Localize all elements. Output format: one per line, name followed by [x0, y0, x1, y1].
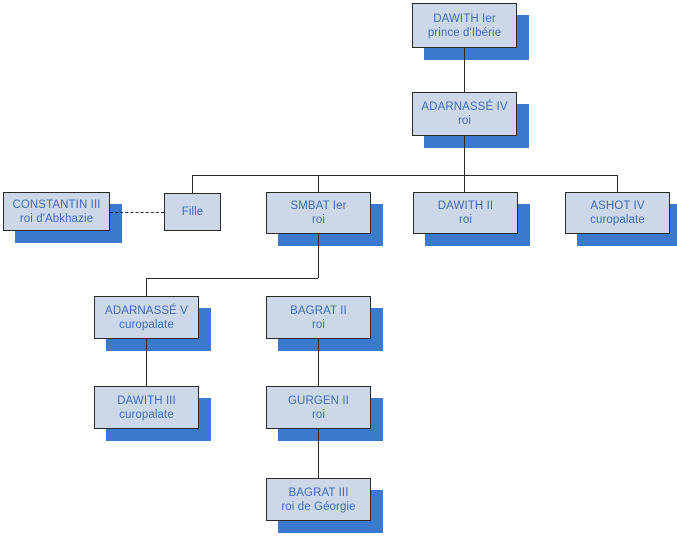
connector-adarnasse5-to-dawith3 [146, 339, 147, 386]
connector-bagrat2-to-gurgen2 [318, 339, 319, 386]
node-title-bagrat-3: roi de Géorgie [281, 500, 356, 513]
connector-drop-to-smbat [318, 175, 319, 192]
node-title-adarnasse-5: curopalate [119, 318, 174, 331]
node-title-gurgen-2: roi [311, 408, 326, 421]
node-name-smbat-1er: SMBAT Ier [290, 200, 347, 212]
connector-drop-to-adarnasse5 [146, 278, 147, 296]
node-fille[interactable]: Fille [164, 193, 221, 231]
node-dawith-2[interactable]: DAWITH II roi [413, 192, 518, 234]
connector-gurgen2-to-bagrat3 [318, 429, 319, 478]
node-name-adarnasse-4: ADARNASSÉ IV [421, 101, 508, 113]
connector-adarnasse4-down [464, 136, 465, 192]
node-title-constantin-3: roi d'Abkhazie [19, 212, 94, 225]
node-title-adarnasse-4: roi [457, 115, 472, 127]
node-ashot-4[interactable]: ASHOT IV curopalate [565, 192, 670, 234]
node-title-bagrat-2: roi [311, 318, 326, 331]
node-name-fille: Fille [181, 206, 204, 218]
node-name-bagrat-3: BAGRAT III [288, 486, 349, 499]
node-name-dawith-3: DAWITH III [117, 394, 176, 407]
connector-dawith1-to-adarnasse4 [464, 48, 465, 92]
node-name-ashot-4: ASHOT IV [590, 200, 645, 212]
node-name-constantin-3: CONSTANTIN III [12, 198, 101, 211]
connector-marriage-constantin-fille [110, 212, 164, 213]
connector-smbat-down [318, 234, 319, 278]
connector-drop-to-ashot [617, 175, 618, 192]
node-title-smbat-1er: roi [311, 214, 326, 226]
node-name-dawith-1er: DAWITH Ier [433, 12, 496, 25]
node-title-dawith-1er: prince d'Ibérie [427, 26, 502, 39]
node-smbat-1er[interactable]: SMBAT Ier roi [266, 192, 371, 234]
connector-drop-to-fille [192, 175, 193, 193]
node-name-adarnasse-5: ADARNASSÉ V [105, 304, 188, 317]
node-name-dawith-2: DAWITH II [437, 200, 494, 212]
node-title-dawith-3: curopalate [119, 408, 174, 421]
connector-sibling-bus-top [192, 175, 617, 176]
node-name-bagrat-2: BAGRAT II [290, 304, 347, 317]
node-title-ashot-4: curopalate [590, 214, 645, 226]
node-title-dawith-2: roi [458, 214, 473, 226]
node-adarnasse-4[interactable]: ADARNASSÉ IV roi [412, 92, 517, 136]
connector-sibling-bus-mid [146, 278, 318, 279]
node-name-gurgen-2: GURGEN II [288, 394, 349, 407]
